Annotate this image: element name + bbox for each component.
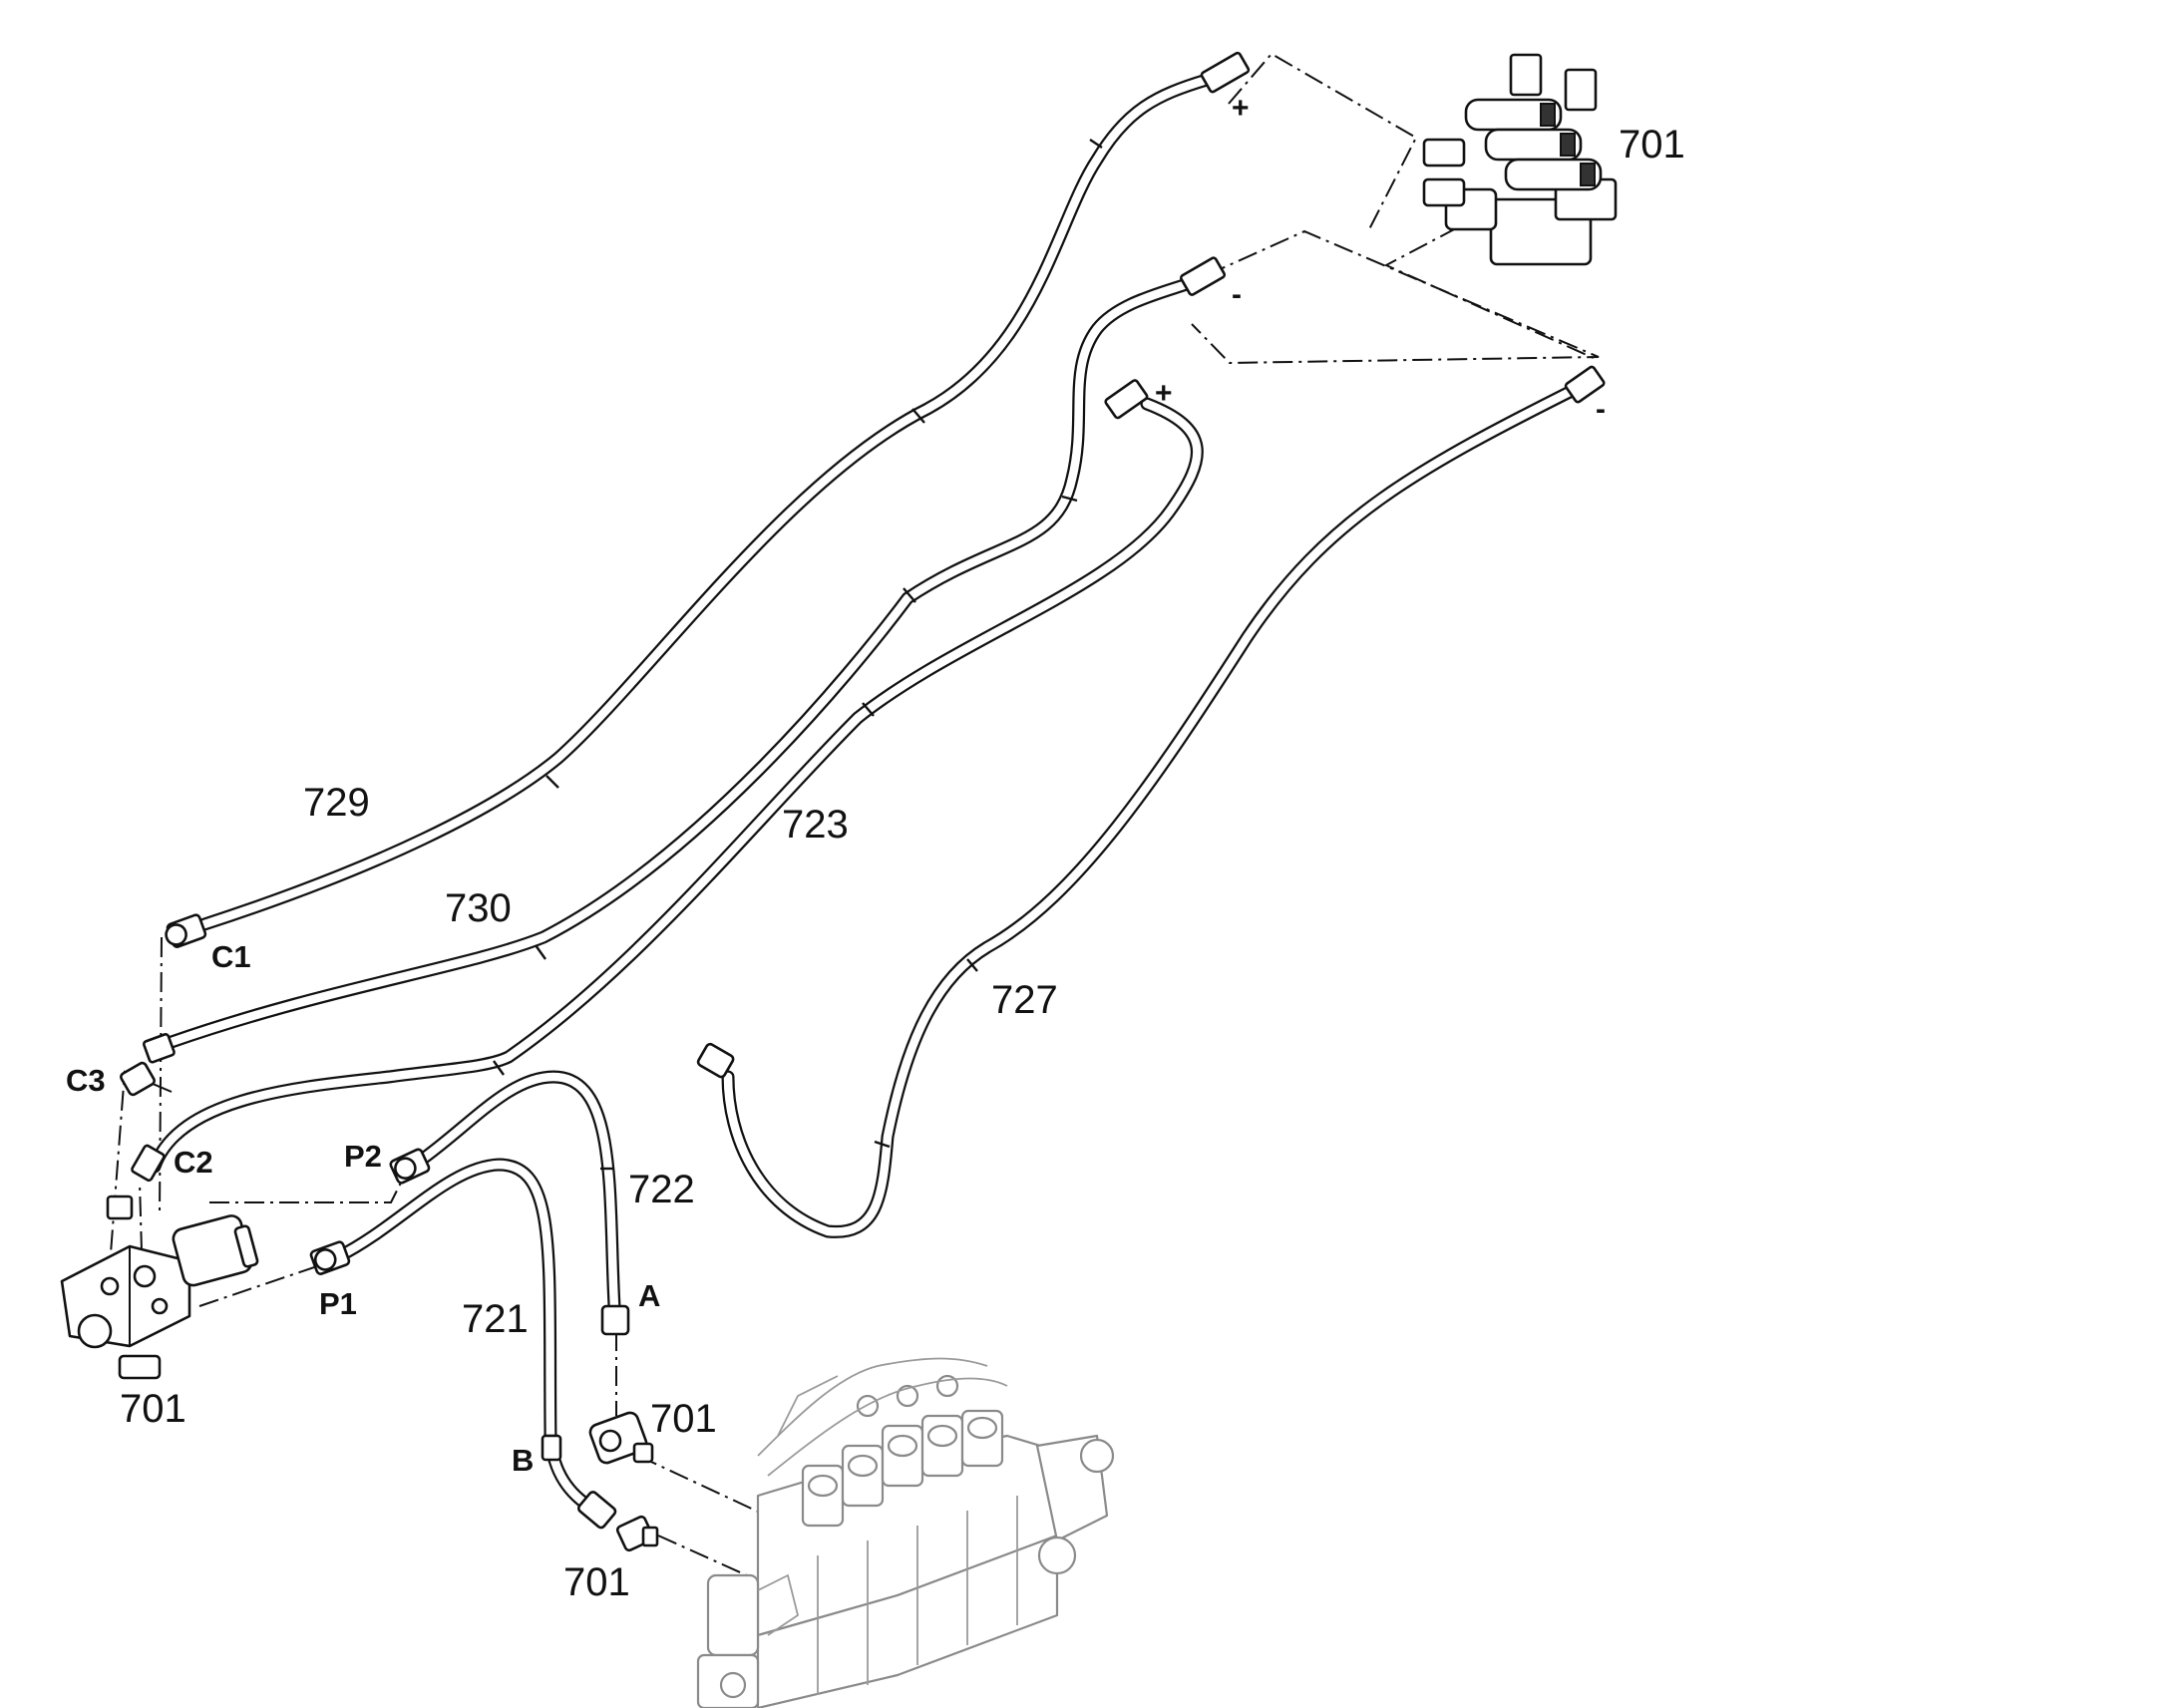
polarity-signs: + - + -: [1155, 92, 1606, 426]
valve-block-701-left: [60, 1214, 259, 1380]
polarity-minus-upper: -: [1232, 278, 1242, 311]
polarity-minus-lower: -: [1596, 393, 1606, 426]
callout-721: 721: [462, 1297, 529, 1341]
hose-730: [165, 277, 1194, 1049]
item-callouts: 701 729 730 723 727 722 721 701 701 701: [120, 123, 1685, 1604]
hose-727: [721, 377, 1593, 1238]
port-label-c3: C3: [66, 1063, 106, 1098]
hose-721: [332, 1158, 595, 1513]
callout-701-mid: 701: [650, 1397, 717, 1441]
callout-722: 722: [628, 1168, 695, 1211]
callout-701-top: 701: [1619, 123, 1685, 167]
port-label-p1: P1: [319, 1286, 357, 1321]
port-label-b: B: [512, 1443, 534, 1478]
hose-fittings: [106, 51, 1606, 1530]
callout-701-left: 701: [120, 1387, 186, 1431]
port-label-a: A: [638, 1278, 660, 1313]
elbow-fitting-701-mid: [588, 1411, 654, 1465]
leader-lines: [109, 52, 1600, 1581]
callout-729: 729: [303, 781, 370, 825]
port-label-c1: C1: [211, 939, 251, 974]
port-label-c2: C2: [174, 1145, 213, 1180]
polarity-plus-upper: +: [1232, 92, 1250, 125]
hose-723: [148, 397, 1204, 1174]
callout-730: 730: [445, 886, 512, 930]
callout-701-bottom: 701: [563, 1560, 630, 1604]
polarity-plus-lower: +: [1155, 377, 1173, 410]
valve-block-701-top: [1422, 53, 1618, 266]
callout-723: 723: [782, 803, 849, 847]
hose-722: [412, 1070, 621, 1313]
port-label-p2: P2: [344, 1139, 382, 1174]
hose-band-rings: [493, 139, 1103, 1438]
port-labels: C1 C3 C2 P2 P1 A B: [66, 939, 660, 1478]
adapter-701-bottom: [615, 1515, 659, 1552]
control-valve-assembly: [696, 1357, 1115, 1708]
callout-727: 727: [991, 978, 1058, 1022]
hose-729: [197, 73, 1214, 931]
